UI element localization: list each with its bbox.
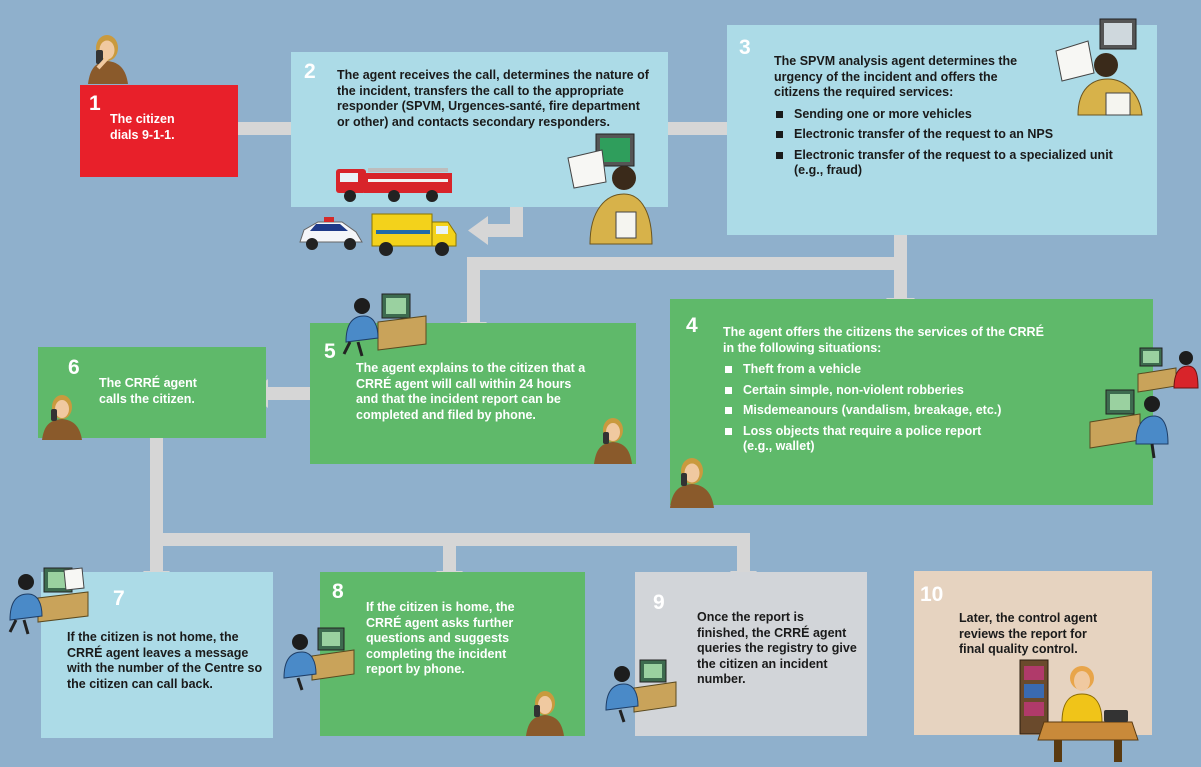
call-centre-agent-icon	[8, 567, 89, 635]
list-item: Loss objects that require a police repor…	[723, 424, 1013, 455]
step-number: 7	[113, 587, 125, 610]
woman-on-phone-icon	[42, 395, 82, 440]
step-6-box: 6 The CRRÉ agent calls the citizen.	[38, 347, 266, 438]
fire-truck-icon	[336, 168, 452, 202]
step-number: 6	[68, 356, 80, 379]
step-text: The agent explains to the citizen that a…	[356, 361, 586, 422]
step-text: The SPVM analysis agent determines the u…	[774, 54, 1018, 99]
man-reading-report-icon	[1055, 18, 1143, 116]
list-item: Certain simple, non-violent robberies	[723, 383, 1053, 399]
step-text: The agent offers the citizens the servic…	[723, 325, 1044, 355]
step-text: If the citizen is home, the CRRÉ agent a…	[366, 600, 515, 676]
call-centre-agent-icon	[283, 627, 355, 691]
step-text: The citizen dials 9-1-1.	[110, 112, 175, 142]
step-number: 1	[89, 92, 101, 115]
list-item: Electronic transfer of the request to a …	[774, 148, 1114, 179]
step-number: 8	[332, 580, 344, 603]
step-text: The agent receives the call, determines …	[337, 68, 649, 129]
step-5-box: 5 The agent explains to the citizen that…	[310, 323, 636, 464]
call-centre-agent-icon	[1137, 347, 1199, 393]
woman-on-phone-icon	[670, 458, 714, 508]
police-car-icon	[299, 217, 363, 250]
step-4-box: 4 The agent offers the citizens the serv…	[670, 299, 1153, 505]
list-item: Electronic transfer of the request to an…	[774, 127, 1114, 143]
control-agent-desk-icon	[1019, 659, 1139, 762]
call-centre-agent-icon	[1089, 389, 1169, 459]
step-number: 10	[920, 583, 944, 606]
step-text: The CRRÉ agent calls the citizen.	[99, 376, 197, 406]
step-text: Once the report is finished, the CRRÉ ag…	[697, 610, 857, 686]
step-number: 5	[324, 340, 336, 363]
step-number: 3	[739, 36, 751, 59]
woman-on-phone-icon	[594, 418, 632, 464]
step-number: 4	[686, 314, 698, 337]
step-number: 2	[304, 60, 316, 83]
step-text: Later, the control agent reviews the rep…	[959, 611, 1098, 656]
call-centre-agent-icon	[342, 293, 427, 357]
step-text: If the citizen is not home, the CRRÉ age…	[67, 630, 263, 691]
woman-on-phone-icon	[88, 35, 128, 84]
list-item: Misdemeanours (vandalism, breakage, etc.…	[723, 403, 1053, 419]
step-number: 9	[653, 591, 665, 614]
list-item: Sending one or more vehicles	[774, 107, 1114, 123]
office-worker-at-computer-icon	[567, 133, 653, 245]
service-list: Sending one or more vehicles Electronic …	[774, 107, 1114, 179]
woman-on-phone-icon	[526, 691, 564, 736]
step-9-box: 9 Once the report is finished, the CRRÉ …	[635, 572, 867, 736]
call-centre-agent-icon	[605, 659, 677, 723]
step-1-box: 1 The citizen dials 9-1-1.	[80, 85, 238, 177]
step-content: The agent offers the citizens the servic…	[723, 325, 1053, 460]
list-item: Theft from a vehicle	[723, 362, 1053, 378]
step-content: The SPVM analysis agent determines the u…	[774, 54, 1114, 184]
ambulance-icon	[371, 213, 457, 256]
situation-list: Theft from a vehicle Certain simple, non…	[723, 362, 1053, 455]
